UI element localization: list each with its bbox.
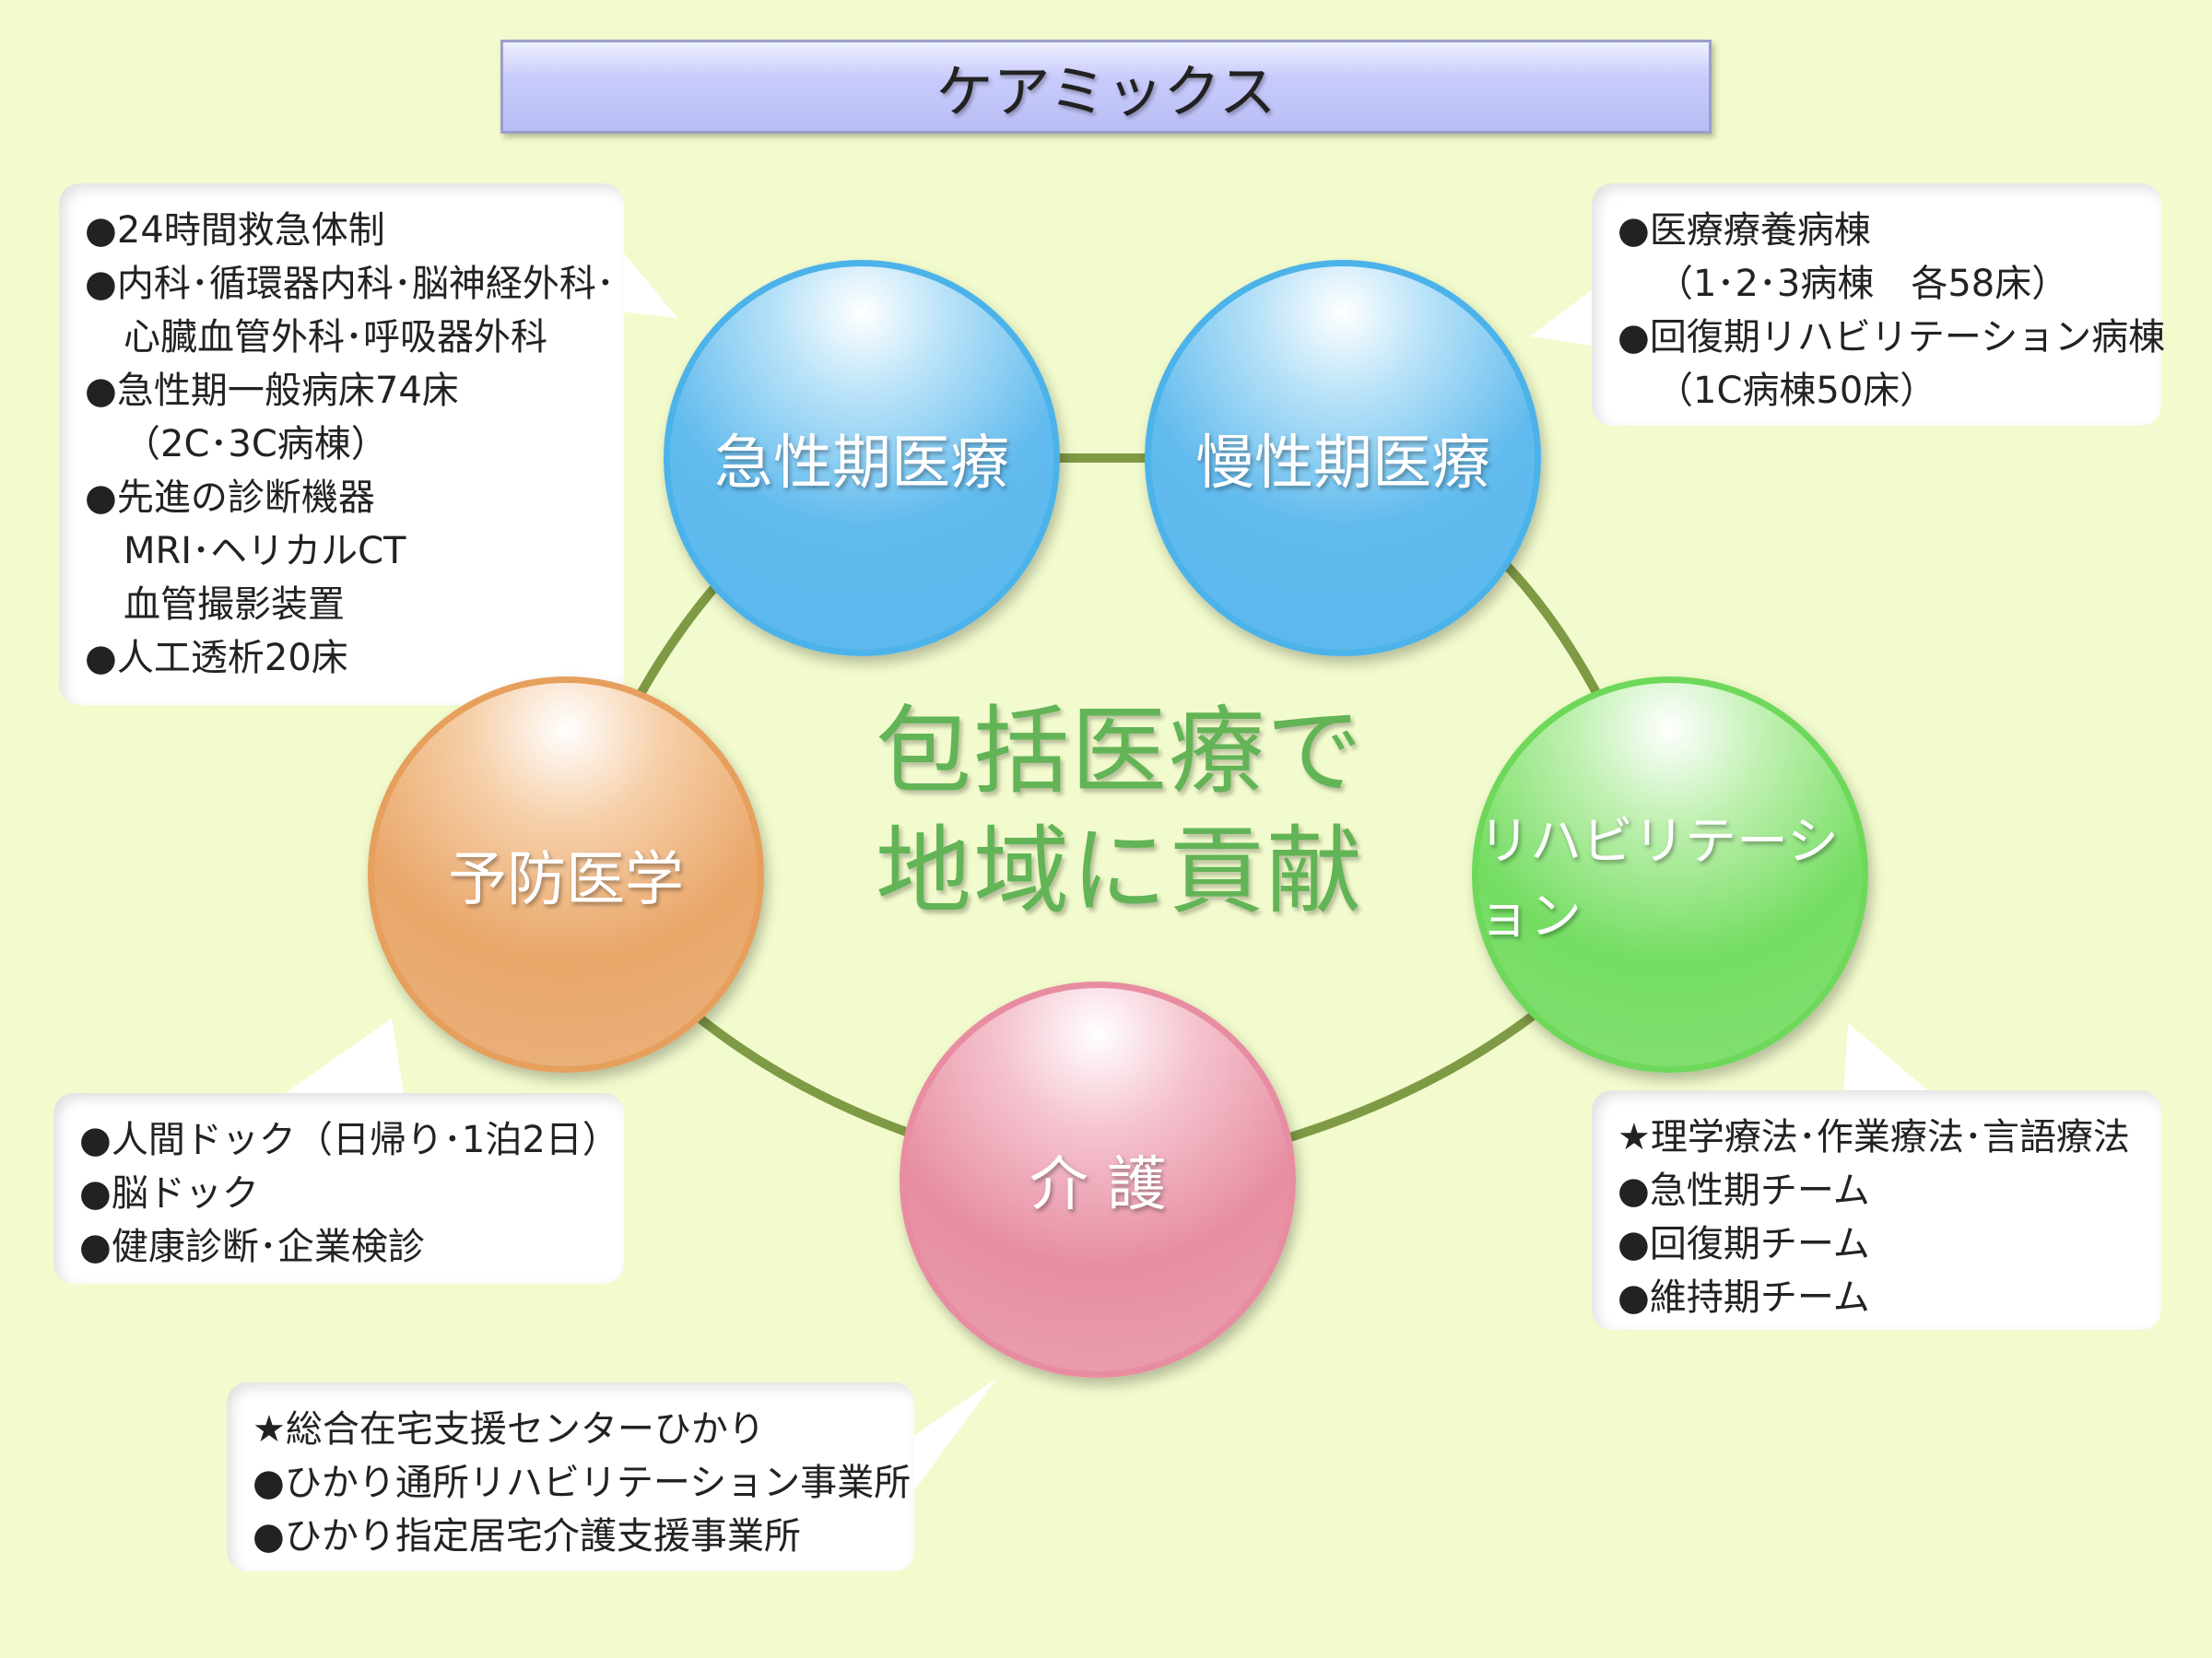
info-line: ●維持期チーム — [1618, 1276, 1870, 1319]
slogan-line: 地域に貢献 — [876, 815, 1365, 927]
info-line: ●ひかり指定居宅介護支援事業所 — [253, 1515, 801, 1558]
info-line: ●内科･循環器内科･脳神経外科･ — [85, 263, 615, 305]
chronic-care-info-box: ●医療療養病棟 （1･2･3病棟 各58床） ●回復期リハビリテーション病棟 （… — [1592, 183, 2166, 426]
info-line: （1･2･3病棟 各58床） — [1656, 263, 2069, 305]
acute-care-circle: 急性期医療 — [664, 260, 1060, 656]
prevention-circle: 予防医学 — [368, 676, 764, 1073]
chronic-care-circle: 慢性期医療 — [1145, 260, 1541, 656]
info-line: ●24時間救急体制 — [85, 209, 385, 252]
center-slogan: 包括医療で 地域に貢献 — [876, 691, 1364, 931]
info-line: ●医療療養病棟 — [1618, 209, 1871, 252]
info-line: ●回復期リハビリテーション病棟 — [1618, 316, 2166, 359]
care-circle: 介 護 — [900, 982, 1296, 1378]
info-line: ●脳ドック — [79, 1172, 259, 1215]
info-line: ●急性期一般病床74床 — [85, 370, 459, 412]
info-line: ●先進の診断機器 — [85, 476, 375, 519]
rehab-info-box: ★理学療法･作業療法･言語療法 ●急性期チーム ●回復期チーム ●維持期チーム — [1592, 1090, 2161, 1330]
info-line: ●回復期チーム — [1618, 1223, 1870, 1265]
info-line: ●人工透析20床 — [85, 637, 348, 679]
info-line: ★総合在宅支援センターひかり — [253, 1408, 765, 1451]
info-line: 血管撮影装置 — [124, 583, 345, 626]
info-line: 心臓血管外科･呼吸器外科 — [124, 316, 547, 359]
info-line: ●人間ドック（日帰り･1泊2日） — [79, 1119, 619, 1161]
rehab-circle: リハビリテーション — [1472, 676, 1868, 1073]
page-title: ケアミックス — [500, 40, 1712, 134]
prevention-info-box: ●人間ドック（日帰り･1泊2日） ●脳ドック ●健康診断･企業検診 — [53, 1093, 624, 1284]
info-line: ●急性期チーム — [1618, 1170, 1870, 1212]
info-line: ●健康診断･企業検診 — [79, 1226, 425, 1268]
callout-tail — [1843, 1023, 1936, 1097]
info-line: （2C･3C病棟） — [124, 423, 388, 465]
slogan-line: 包括医療で — [876, 695, 1365, 807]
info-line: ●ひかり通所リハビリテーション事業所 — [253, 1462, 912, 1504]
info-line: ★理学療法･作業療法･言語療法 — [1618, 1116, 2130, 1158]
info-line: （1C病棟50床） — [1656, 370, 1937, 412]
info-line: MRI･ヘリカルCT — [124, 530, 406, 572]
care-info-box: ★総合在宅支援センターひかり ●ひかり通所リハビリテーション事業所 ●ひかり指定… — [227, 1382, 914, 1571]
acute-care-info-box: ●24時間救急体制 ●内科･循環器内科･脳神経外科･ 心臓血管外科･呼吸器外科 … — [59, 183, 624, 705]
callout-tail — [267, 1018, 406, 1106]
